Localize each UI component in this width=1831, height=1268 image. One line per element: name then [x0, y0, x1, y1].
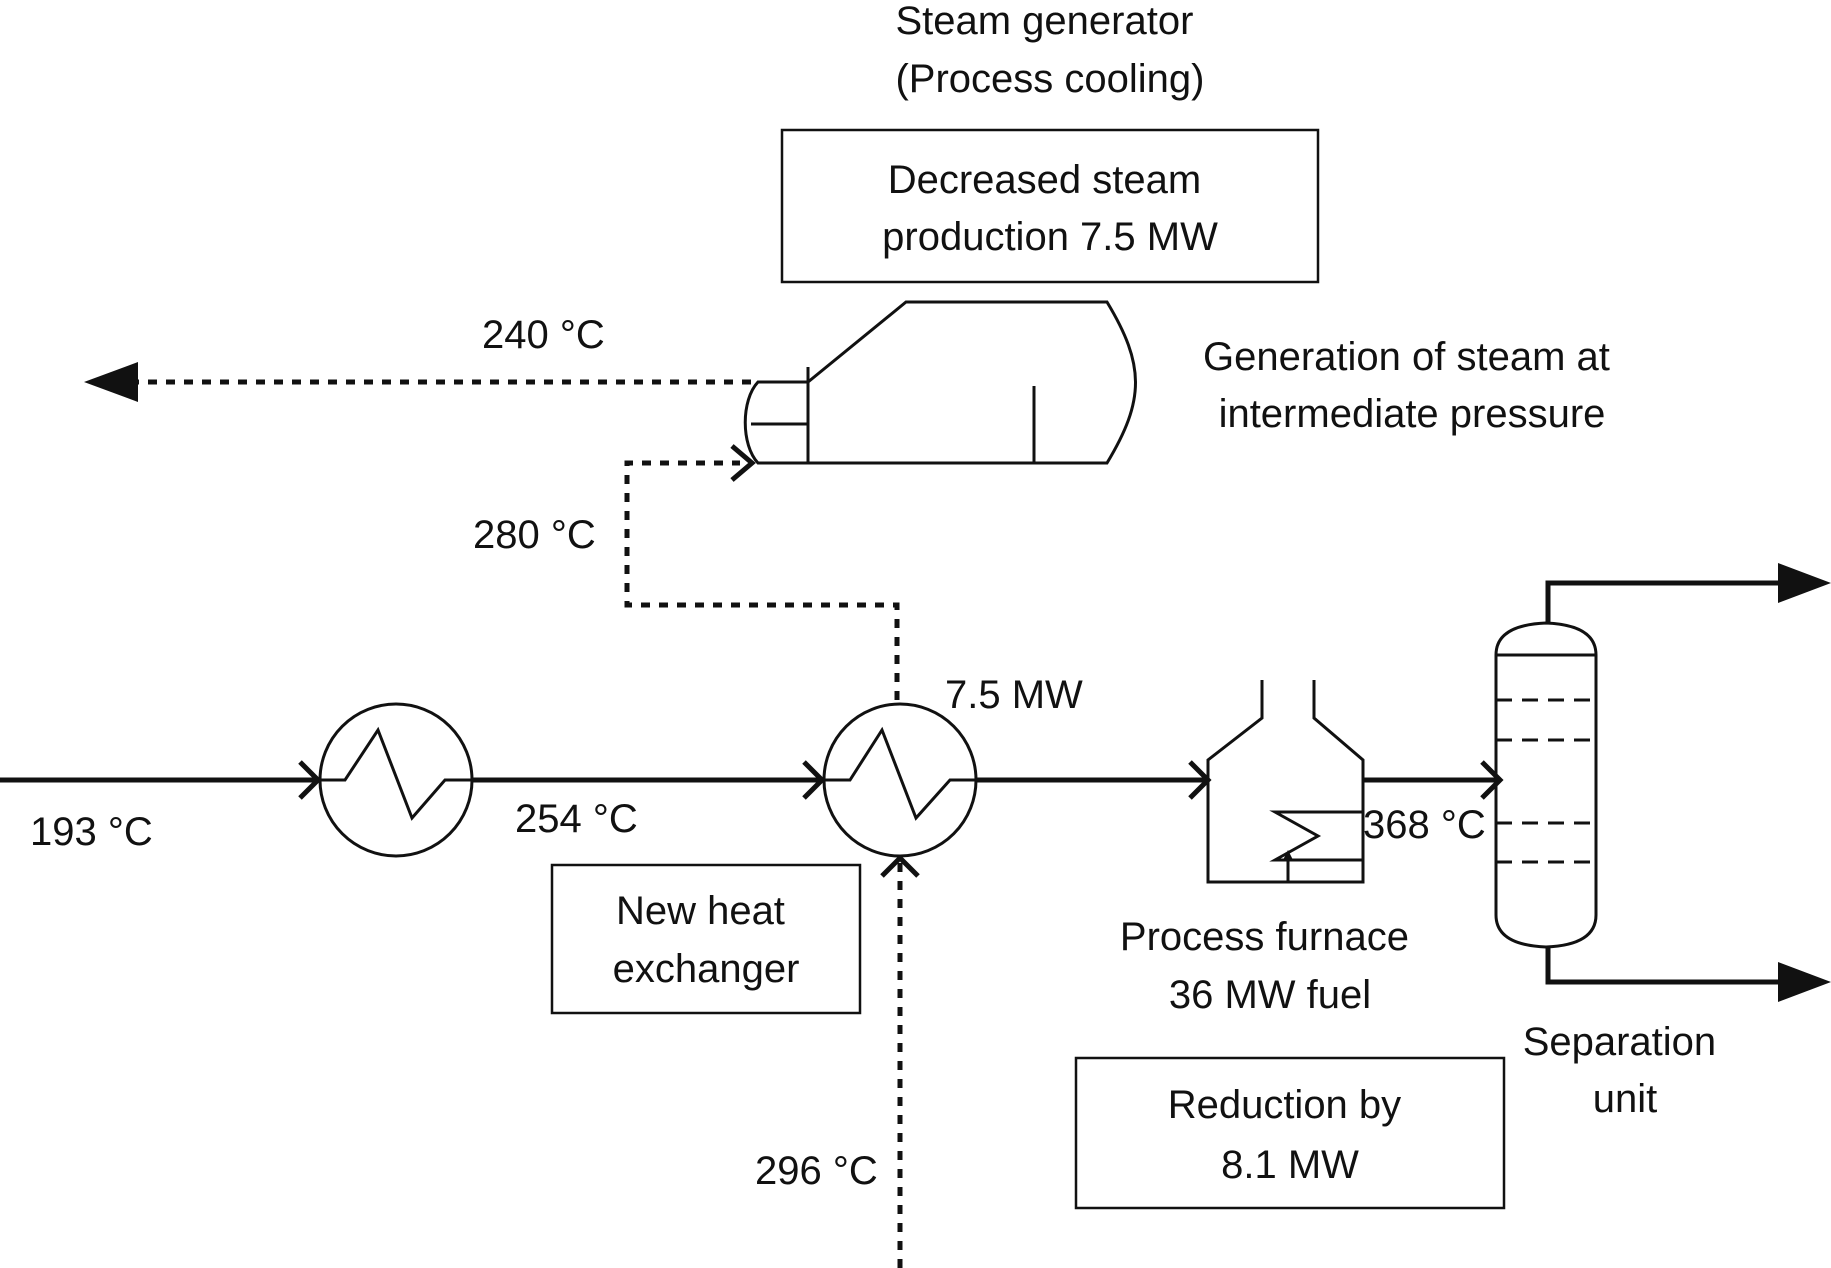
process-furnace-label: Process furnace 36 MW fuel [1120, 915, 1420, 1017]
arrow-right-icon [1778, 563, 1831, 603]
arrow-left-icon [84, 362, 138, 402]
temp-368-label: 368 °C [1363, 803, 1486, 847]
steam-generator [743, 300, 1137, 465]
arrow-chevron-icon [1480, 760, 1504, 800]
top-product-stream [1545, 580, 1785, 623]
decreased-steam-box [780, 128, 1320, 284]
exchanger-duty-label: 7.5 MW [945, 673, 1083, 717]
steam-generator-title: Steam generator (Process cooling) [895, 0, 1204, 101]
arrow-chevron-icon [730, 444, 756, 482]
arrow-chevron-icon [802, 760, 826, 800]
bottom-product-stream [1545, 947, 1785, 985]
hot-loop-stream [624, 460, 900, 700]
arrow-right-icon [1778, 962, 1831, 1002]
arrow-chevron-icon [880, 854, 920, 878]
heat-exchanger-1 [318, 702, 474, 858]
temp-240-label: 240 °C [482, 313, 605, 357]
decreased-steam-text: Decreased steam production 7.5 MW [882, 158, 1218, 259]
temp-193-label: 193 °C [30, 810, 153, 854]
new-heat-exchanger [822, 702, 978, 858]
arrow-chevron-icon [298, 760, 322, 800]
separation-column [1494, 621, 1598, 949]
reduction-text: Reduction by 8.1 MW [1168, 1083, 1413, 1187]
new-heat-exchanger-box [550, 863, 862, 1015]
separation-unit-label: Separation unit [1523, 1020, 1728, 1121]
temp-254-label: 254 °C [515, 797, 638, 841]
process-furnace [1206, 680, 1365, 884]
temp-280-label: 280 °C [473, 513, 596, 557]
new-heat-exchanger-text: New heat exchanger [613, 889, 800, 991]
temp-296-label: 296 °C [755, 1149, 878, 1193]
generation-steam-label: Generation of steam at intermediate pres… [1203, 335, 1621, 436]
reduction-box [1074, 1056, 1506, 1210]
